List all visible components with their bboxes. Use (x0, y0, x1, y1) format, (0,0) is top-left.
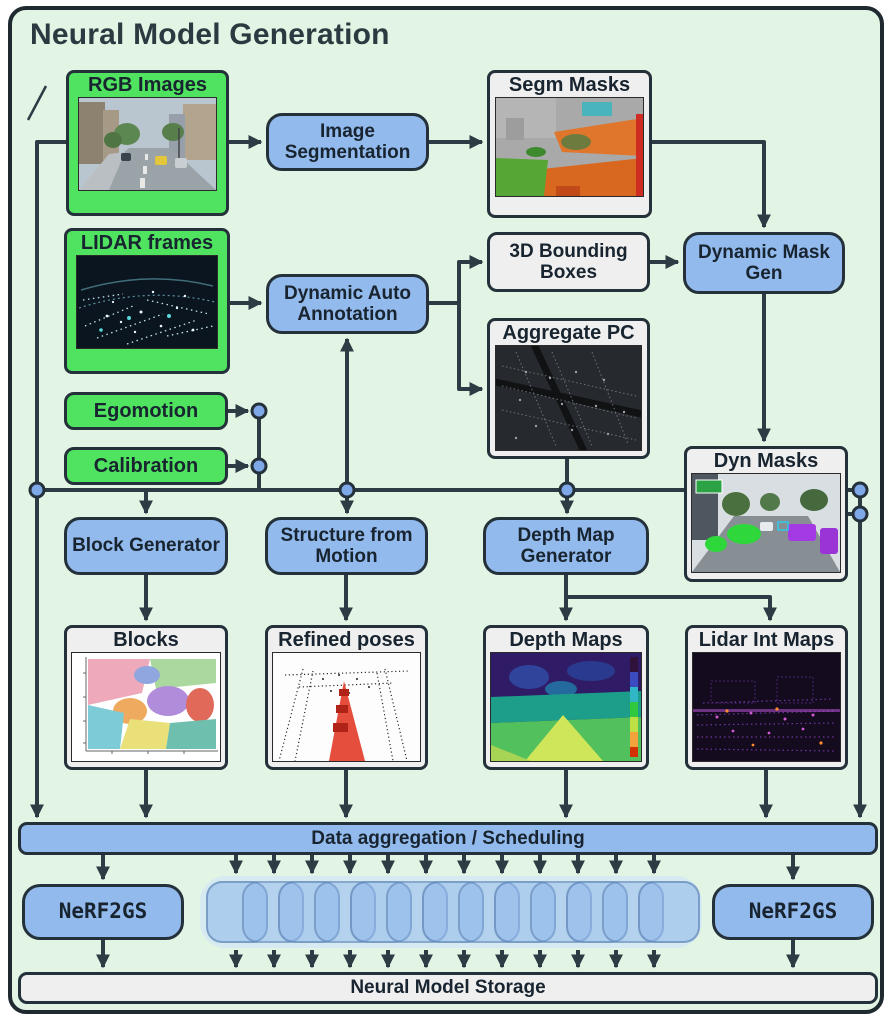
decorative-slash (26, 85, 48, 121)
depth-colorbar (630, 657, 638, 758)
node-segm-masks: Segm Masks (487, 70, 652, 218)
node-label: Egomotion (93, 399, 199, 422)
node-image-segmentation: Image Segmentation (266, 113, 429, 171)
node-lidar-int-maps: Lidar Int Maps (685, 625, 848, 770)
node-label: Lidar Int Maps (698, 629, 835, 651)
node-label: 3D Bounding Boxes (509, 240, 628, 283)
node-egomotion: Egomotion (64, 392, 228, 430)
node-label: NeRF2GS (58, 899, 148, 924)
node-depth-maps: Depth Maps (483, 625, 649, 770)
node-aggregate-pc: Aggregate PC (487, 318, 650, 459)
node-label: Segm Masks (508, 74, 631, 96)
node-label: NeRF2GS (748, 899, 838, 924)
node-label: Blocks (113, 629, 179, 651)
node-label: Dynamic Mask Gen (697, 241, 830, 284)
node-dynamic-auto-annotation: Dynamic Auto Annotation (266, 274, 429, 334)
node-label: LIDAR frames (80, 232, 214, 254)
model-card-stack (200, 876, 702, 948)
node-block-generator: Block Generator (64, 517, 228, 575)
node-dyn-masks: Dyn Masks (684, 446, 848, 582)
node-nerf2gs-left: NeRF2GS (22, 884, 184, 940)
node-label: Depth Map Generator (517, 524, 615, 567)
node-calibration: Calibration (64, 447, 228, 485)
node-label: Aggregate PC (502, 322, 635, 344)
segmentation-mask-thumbnail (495, 97, 644, 198)
refined-poses-thumbnail (272, 652, 421, 763)
neural-model-storage-bar: Neural Model Storage (18, 972, 878, 1004)
bar-label: Neural Model Storage (350, 977, 546, 998)
data-aggregation-bar: Data aggregation / Scheduling (18, 822, 878, 855)
node-nerf2gs-right: NeRF2GS (712, 884, 874, 940)
node-refined-poses: Refined poses (265, 625, 428, 770)
junction-dots (28, 402, 869, 523)
node-3d-bounding-boxes: 3D Bounding Boxes (487, 232, 650, 292)
blocks-map-thumbnail (71, 652, 221, 763)
node-blocks: Blocks (64, 625, 228, 770)
node-label: Depth Maps (509, 629, 623, 651)
depth-map-thumbnail (490, 652, 642, 763)
lidar-intensity-thumbnail (692, 652, 841, 763)
node-lidar-frames: LIDAR frames (64, 228, 230, 374)
lidar-pointcloud-thumbnail (76, 255, 218, 350)
node-label: Dyn Masks (713, 450, 819, 472)
model-card (638, 881, 700, 943)
node-rgb-images: RGB Images (66, 70, 229, 216)
node-label: RGB Images (88, 74, 207, 96)
node-label: Calibration (93, 454, 199, 477)
node-label: Dynamic Auto Annotation (283, 282, 412, 325)
bar-label: Data aggregation / Scheduling (311, 827, 585, 849)
node-label: Block Generator (72, 535, 220, 557)
node-label: Image Segmentation (284, 120, 411, 163)
diagram-title: Neural Model Generation (30, 18, 390, 51)
node-dynamic-mask-gen: Dynamic Mask Gen (683, 232, 845, 294)
aggregate-pointcloud-thumbnail (495, 345, 642, 452)
rgb-street-thumbnail (78, 97, 217, 192)
node-label: Structure from Motion (280, 524, 413, 567)
node-label: Refined poses (278, 629, 415, 651)
node-depth-map-generator: Depth Map Generator (483, 517, 649, 575)
node-structure-from-motion: Structure from Motion (265, 517, 428, 575)
dynamic-masks-thumbnail (691, 473, 841, 574)
